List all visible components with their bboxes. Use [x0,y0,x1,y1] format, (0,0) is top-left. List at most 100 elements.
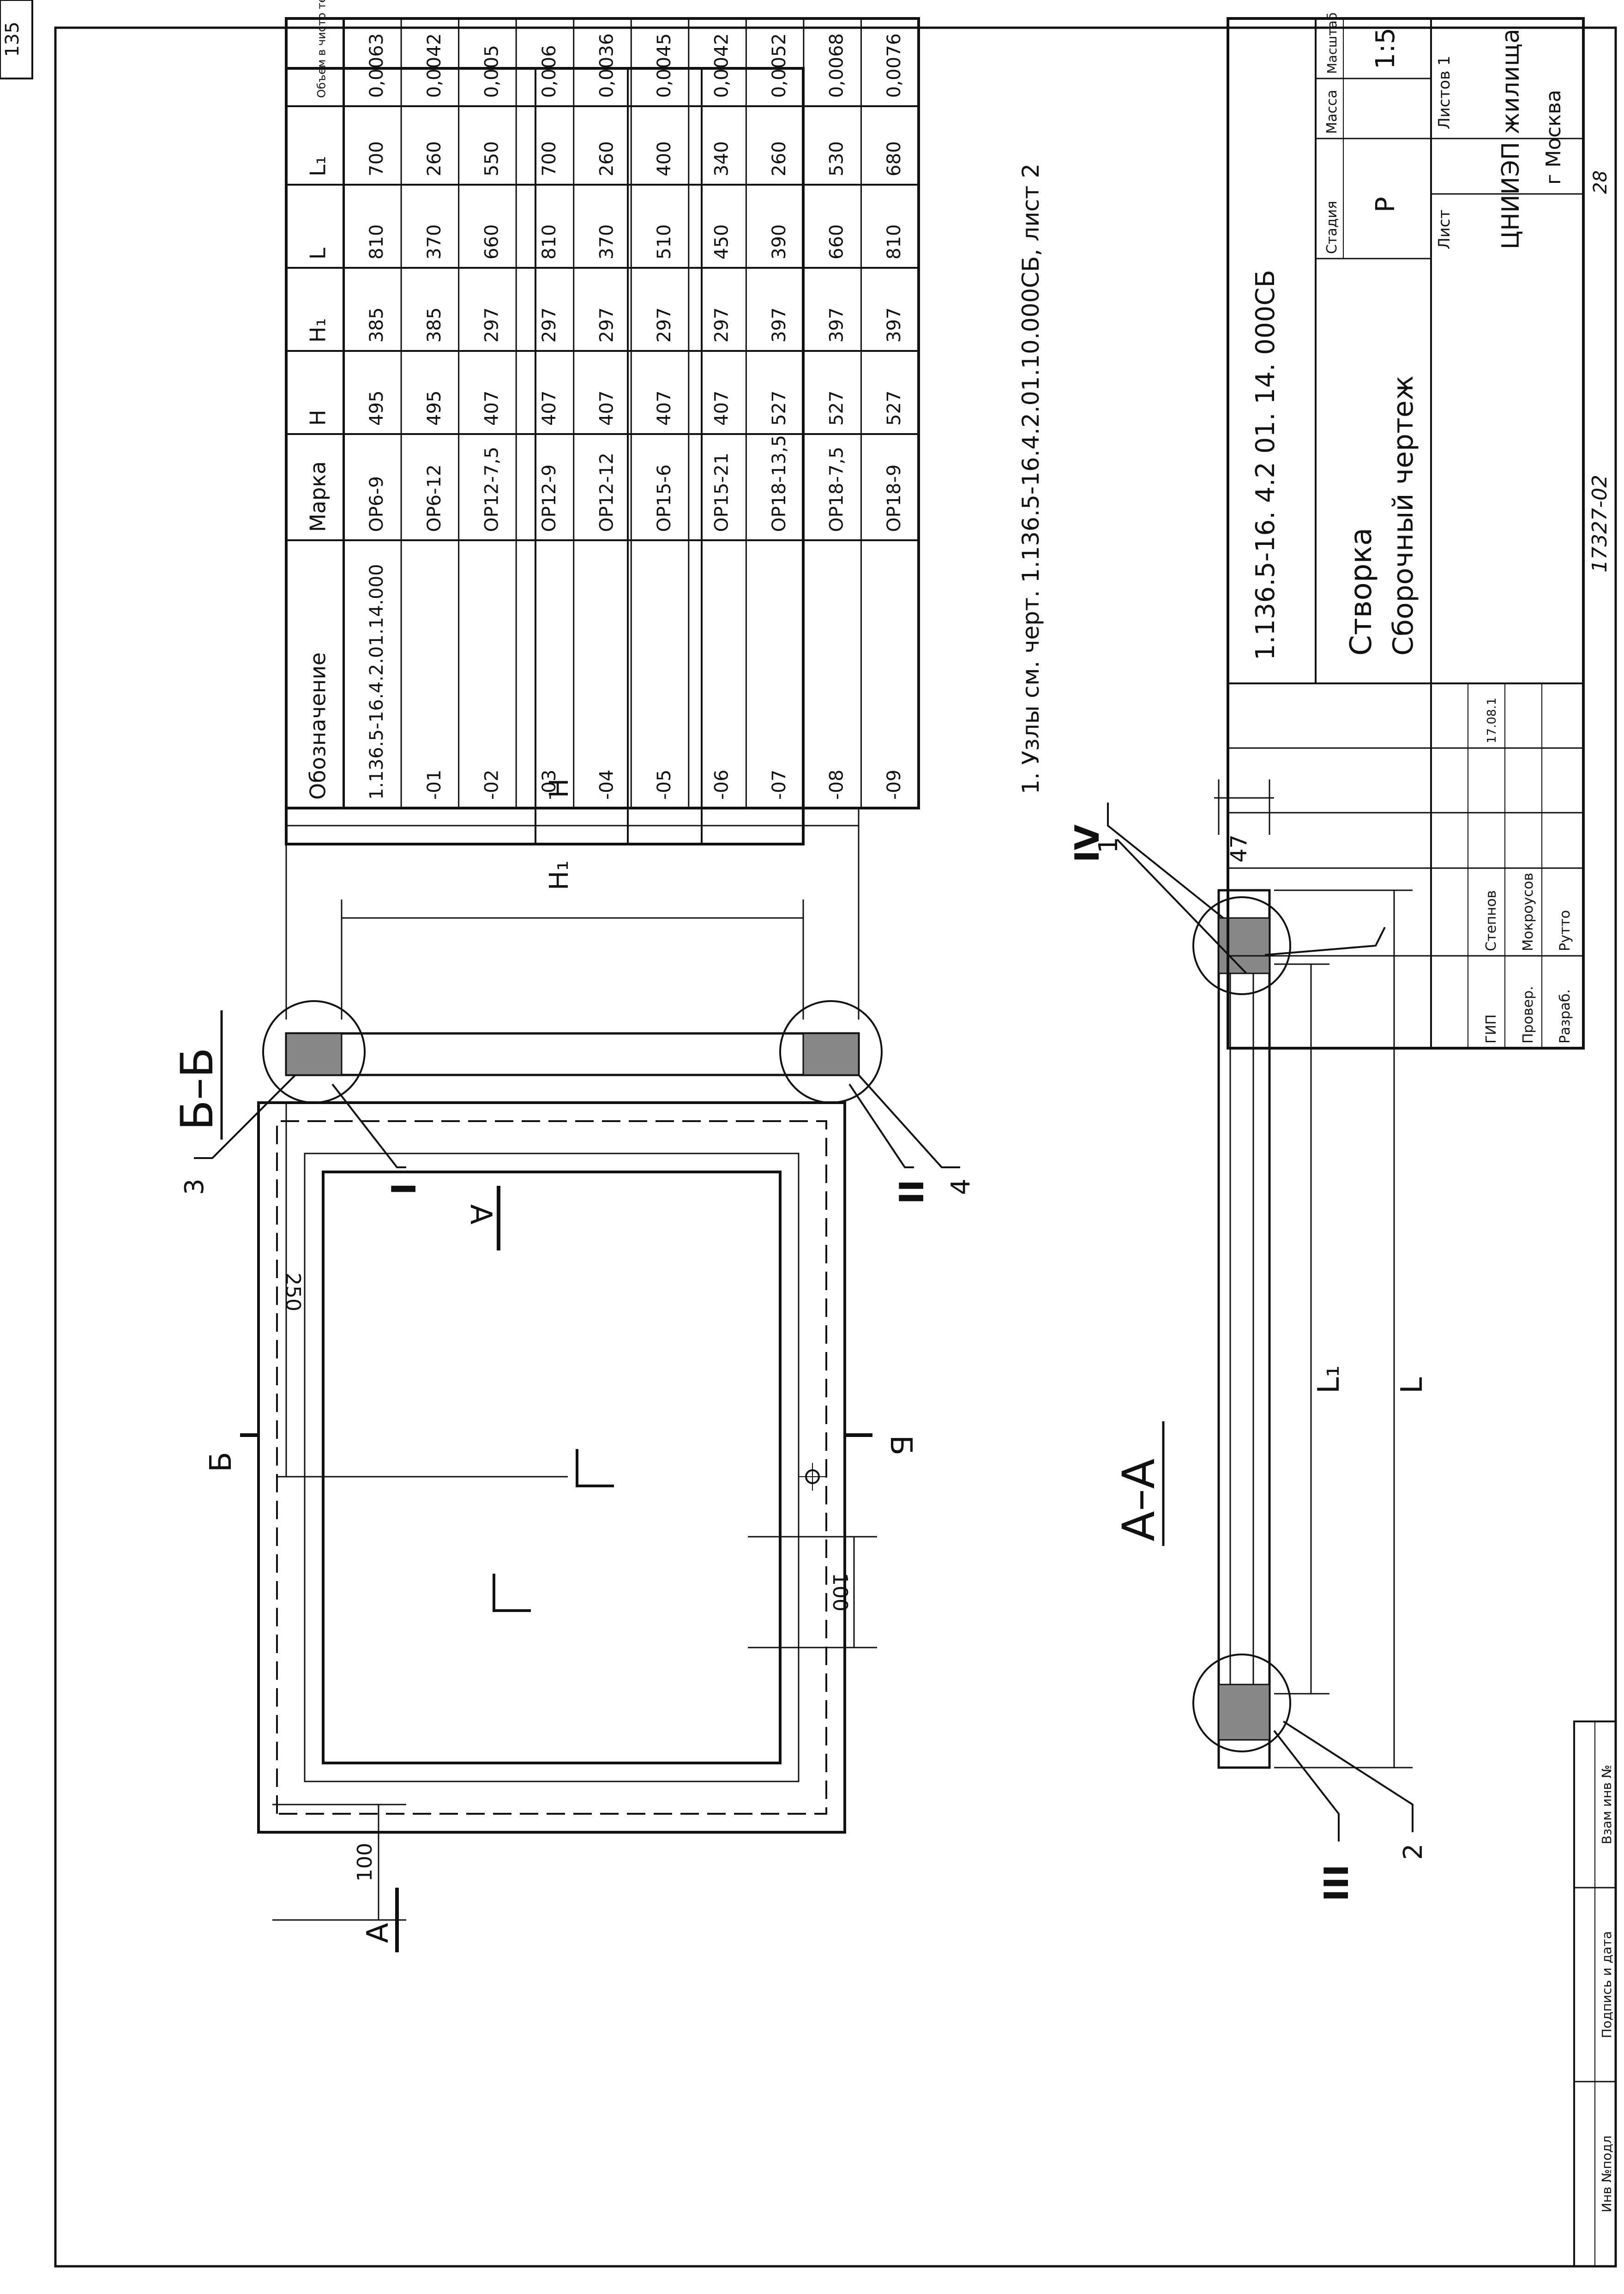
table-cell: 550 [481,141,502,176]
table-cell: ОР12-9 [539,465,560,532]
table-cell: 450 [711,224,733,260]
table-cell: ОР18-9 [884,465,905,532]
cut-b-top: Б [204,1452,238,1472]
dim-l: L [1395,1377,1429,1394]
table-header-cell: Обозначение [306,652,331,800]
table-cell: 700 [366,141,387,176]
table-cell: 0,0052 [769,33,790,98]
tb-stage-value: Р [1371,197,1401,212]
table-cell: 0,0045 [654,33,675,98]
table-cell: 407 [539,391,560,426]
tb-scale-value: 1:5 [1371,28,1401,69]
table-cell: 297 [481,308,502,343]
table-header-cell: Н₁ [306,318,331,343]
table-cell: 0,0068 [826,33,848,98]
sheet-footer: 28 [1590,170,1611,194]
tb-org-2: г Москва [1542,90,1565,185]
archive-number: 17327-02 [1588,475,1612,573]
table-cell: ОР12-12 [596,453,617,532]
table-header-cell: L₁ [306,156,331,176]
tb-sheets-label: Листов 1 [1435,56,1454,129]
plan-mark-1 [493,1574,531,1612]
tb-scale-label: Масштаб [1324,12,1340,74]
table-cell: 700 [539,141,560,176]
table-cell: 297 [711,308,733,343]
dim-right-250: 250 [281,1273,305,1311]
table-cell: 495 [366,391,387,426]
table-cell: 810 [366,224,387,260]
tb-role-2: Провер. [1520,986,1536,1044]
table-cell: -04 [596,770,617,800]
table-cell: 527 [769,391,790,426]
node-i-circle [262,1000,366,1104]
callout-1: 1 [1094,837,1124,853]
tb-person-3: Рутто [1557,910,1573,951]
plan-view: 100 100 250 А А Б Б [204,1101,918,1952]
callout-2: 2 [1398,1843,1428,1860]
table-cell: 260 [596,141,617,176]
table-cell: 397 [769,308,790,343]
table-cell: 510 [654,224,675,260]
table-cell: ОР15-6 [654,465,675,532]
tb-role-1: ГИП [1483,1014,1499,1044]
tb-name-1: Створка [1344,528,1378,656]
table-cell: 385 [366,308,387,343]
table-header-cell: Н [306,410,331,426]
table-cell: ОР18-7,5 [826,447,848,532]
table-cell: ОР6-12 [424,465,445,532]
tb-person-1: Степнов [1483,890,1499,951]
node-iii-circle [1192,1654,1291,1752]
table-cell: 385 [424,308,445,343]
stamp-cell-2: Подпись и дата [1599,1931,1614,2038]
dim-h1: Н₁ [544,860,574,890]
tb-org-1: ЦНИИЭП жилища [1497,29,1525,249]
section-aa-title: А–А [1113,1459,1165,1541]
table-cell: ОР18-13,5 [769,435,790,532]
table-cell: 407 [596,391,617,426]
table-cell: 0,005 [481,45,502,98]
stamp-cell-1: Инв №подл [1599,2136,1614,2212]
plan-rebate [304,1153,800,1782]
table-cell: 1.136.5-16.4.2.01.14.000 [366,564,387,800]
table-cell: 660 [481,224,502,260]
tb-mass-label: Масса [1324,90,1340,134]
table-cell: -02 [481,770,502,800]
table-cell: -03 [539,770,560,800]
outer-frame [54,26,1617,2268]
table-cell: 407 [711,391,733,426]
tb-designation: 1.136.5-16. 4.2 01. 14. 000СБ [1251,270,1281,660]
table-cell: 370 [424,224,445,260]
tb-stage-label: Стадия [1324,201,1340,254]
dim-l1: L₁ [1312,1365,1346,1394]
section-aa: А–А III 2 1 IV L₁ L [1068,779,1429,1902]
dim-47: 47 [1226,834,1252,863]
node-ii-circle [779,1000,883,1104]
table-cell: 810 [539,224,560,260]
table-cell: 530 [826,141,848,176]
table-cell: 390 [769,224,790,260]
table-cell: 340 [711,141,733,176]
table-cell: 0,0076 [884,33,905,98]
node-iv-circle [1192,896,1291,995]
callout-4: 4 [946,1178,976,1195]
table-cell: ОР12-7,5 [481,447,502,532]
stamp-cell-3: Взам инв № [1599,1765,1614,1844]
table-cell: 527 [884,391,905,426]
table-cell: -06 [711,770,733,800]
section-bb-title: Б–Б [171,1047,223,1130]
table-cell: 297 [654,308,675,343]
node-iv-label: IV [1068,824,1107,863]
cut-a-left: А [361,1923,395,1943]
callout-3: 3 [180,1178,210,1195]
tb-person-2: Мокроусов [1520,873,1536,951]
table-cell: 0,0063 [366,33,387,98]
tb-date-1: 17.08.1 [1485,698,1499,743]
table-cell: -09 [884,770,905,800]
table-cell: 297 [596,308,617,343]
dim-top-100: 100 [353,1843,377,1882]
table-cell: 260 [769,141,790,176]
tb-role-3: Разраб. [1557,989,1573,1044]
